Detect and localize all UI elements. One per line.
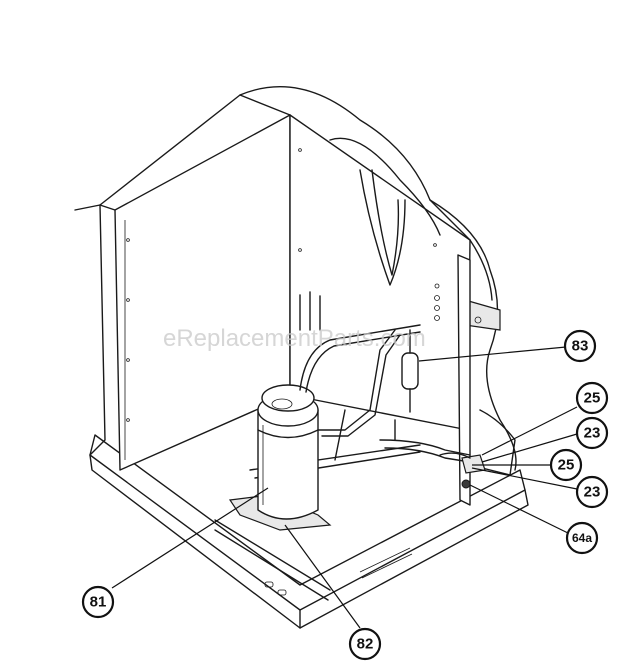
callout-25-lower[interactable]: 25 bbox=[549, 448, 583, 482]
callout-83-label: 83 bbox=[572, 338, 589, 355]
callout-25-upper[interactable]: 25 bbox=[575, 381, 609, 415]
callout-23-lower[interactable]: 23 bbox=[575, 475, 609, 509]
callout-25-upper-label: 25 bbox=[584, 390, 601, 407]
callout-25-lower-label: 25 bbox=[558, 457, 575, 474]
compressor bbox=[257, 384, 319, 520]
base-pan bbox=[89, 434, 529, 629]
watermark-text: eReplacementParts.com bbox=[163, 325, 426, 352]
callout-64a-label: 64a bbox=[572, 531, 592, 545]
callout-81-label: 81 bbox=[90, 594, 107, 611]
callout-81[interactable]: 81 bbox=[81, 585, 115, 619]
right-coil-section bbox=[429, 199, 517, 476]
callout-23-lower-label: 23 bbox=[584, 484, 601, 501]
callout-23-upper[interactable]: 23 bbox=[575, 416, 609, 450]
callout-82-label: 82 bbox=[357, 636, 374, 653]
callout-82[interactable]: 82 bbox=[348, 627, 382, 661]
leader-lines bbox=[111, 346, 578, 629]
callout-64a[interactable]: 64a bbox=[565, 521, 599, 555]
refrigerant-piping bbox=[299, 291, 471, 463]
callout-83[interactable]: 83 bbox=[563, 329, 597, 363]
callout-23-upper-label: 23 bbox=[584, 425, 601, 442]
filter-drier bbox=[401, 329, 419, 413]
corner-post bbox=[457, 254, 471, 506]
